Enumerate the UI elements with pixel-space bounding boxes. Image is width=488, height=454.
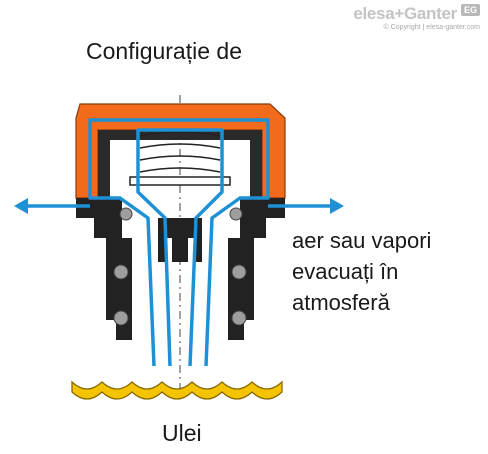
spring bbox=[139, 131, 221, 173]
side-label: aer sau vapori evacuați în atmosferă bbox=[292, 225, 431, 318]
cap-inner-housing bbox=[98, 130, 262, 198]
o-ring-seals bbox=[113, 207, 247, 326]
right-body bbox=[228, 198, 285, 340]
oil-label: Ulei bbox=[162, 420, 202, 446]
brand-copyright: © Copyright | elesa-ganter.com bbox=[383, 24, 480, 31]
side-label-line-2: evacuați în bbox=[292, 259, 399, 284]
left-body bbox=[76, 198, 132, 340]
oil-surface bbox=[71, 380, 283, 400]
spring-plate bbox=[129, 176, 231, 186]
brand-name: elesa+Ganter bbox=[353, 4, 457, 23]
air-flow-path bbox=[22, 118, 336, 367]
side-label-line-3: atmosferă bbox=[292, 290, 390, 315]
side-label-line-1: aer sau vapori bbox=[292, 228, 432, 253]
center-stem bbox=[158, 218, 202, 262]
diagram-title: Configurație de bbox=[86, 38, 242, 64]
brand-badge: EG bbox=[460, 4, 480, 16]
right-arrow-head bbox=[330, 198, 344, 214]
left-arrow-head bbox=[14, 198, 28, 214]
